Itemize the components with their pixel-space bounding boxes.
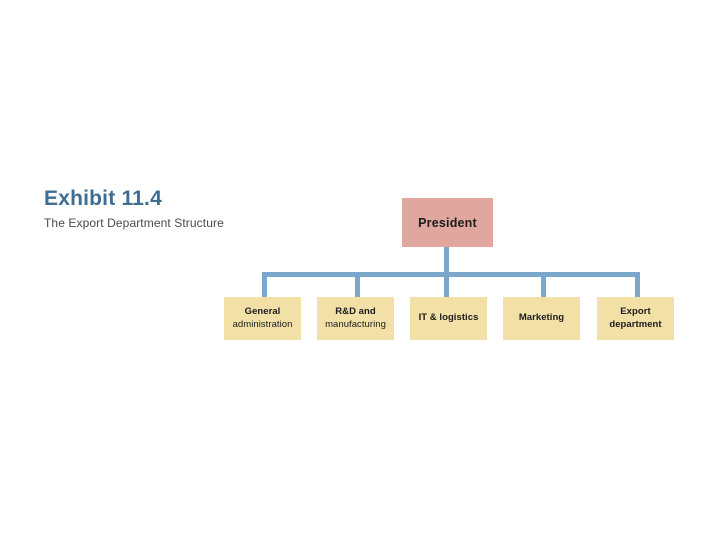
node-rd-manufacturing-label: R&D and manufacturing bbox=[317, 306, 394, 332]
node-rd-manufacturing[interactable]: R&D and manufacturing bbox=[317, 297, 394, 340]
node-export-department[interactable]: Export department bbox=[597, 297, 674, 340]
node-general-administration-label: General administration bbox=[224, 306, 301, 332]
connector-drop-it-logistics bbox=[444, 272, 449, 299]
node-rd-manufacturing-line-1: R&D and bbox=[335, 305, 376, 317]
node-rd-manufacturing-line-2: manufacturing bbox=[325, 318, 386, 330]
node-president[interactable]: President bbox=[402, 198, 493, 247]
connector-drop-rd-manufacturing bbox=[355, 272, 360, 299]
node-president-label: President bbox=[418, 215, 477, 230]
exhibit-heading: Exhibit 11.4 The Export Department Struc… bbox=[44, 187, 374, 231]
connector-drop-general-administration bbox=[262, 272, 267, 299]
page-title: Exhibit 11.4 bbox=[44, 187, 162, 210]
node-it-logistics-label: IT & logistics bbox=[418, 312, 479, 324]
node-marketing[interactable]: Marketing bbox=[503, 297, 580, 340]
node-general-administration-line-1: General bbox=[244, 305, 281, 317]
page-subtitle: The Export Department Structure bbox=[44, 216, 224, 231]
node-export-department-line-2: department bbox=[609, 318, 662, 330]
node-general-administration-line-2: administration bbox=[232, 318, 293, 330]
connector-horizontal-bus bbox=[262, 272, 640, 277]
connector-drop-export-department bbox=[635, 272, 640, 299]
node-export-department-label: Export department bbox=[597, 306, 674, 332]
node-export-department-line-1: Export bbox=[620, 305, 651, 317]
node-marketing-label: Marketing bbox=[518, 312, 565, 324]
node-general-administration[interactable]: General administration bbox=[224, 297, 301, 340]
connector-drop-marketing bbox=[541, 272, 546, 299]
node-it-logistics[interactable]: IT & logistics bbox=[410, 297, 487, 340]
